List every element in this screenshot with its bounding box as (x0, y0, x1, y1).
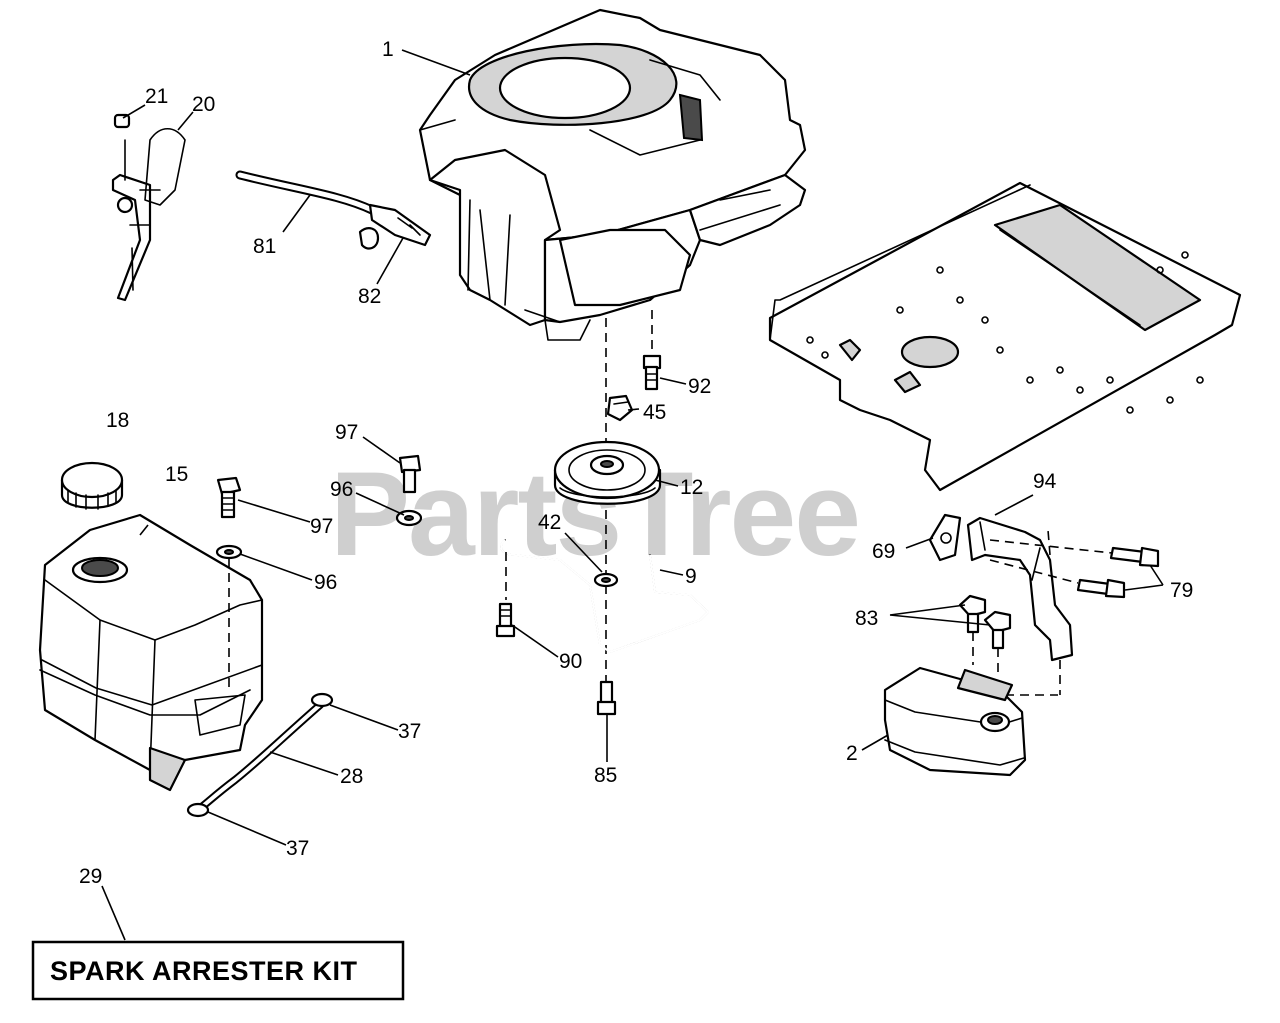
callout-81: 81 (253, 235, 276, 258)
nut-45-part[interactable] (606, 394, 634, 422)
exhaust-bolt-lower-part[interactable] (1076, 578, 1126, 599)
bolt-90-part[interactable] (495, 602, 516, 638)
tank-washer-part[interactable] (215, 544, 243, 560)
callout-94: 94 (1033, 470, 1057, 493)
callout-82: 82 (358, 285, 381, 308)
callout-96-center: 96 (330, 478, 353, 501)
muffler-part[interactable] (883, 666, 1027, 777)
washer-42-part[interactable] (593, 572, 619, 588)
callout-1: 1 (382, 38, 394, 61)
bolt-85-part[interactable] (596, 680, 617, 716)
callout-21: 21 (145, 85, 168, 108)
callout-37-lower: 37 (286, 837, 309, 860)
hose-clamp-upper-part[interactable] (310, 692, 334, 708)
callout-20: 20 (192, 93, 215, 116)
callout-labels: 1 21 20 81 82 92 45 12 18 15 97 96 97 96… (79, 38, 1193, 888)
spark-arrester-kit-label: SPARK ARRESTER KIT (50, 956, 358, 986)
callout-90: 90 (559, 650, 582, 673)
callout-69: 69 (872, 540, 895, 563)
spark-arrester-kit-box[interactable]: SPARK ARRESTER KIT (31, 940, 405, 1001)
exhaust-pipe-part[interactable] (966, 516, 1074, 662)
fuel-cap-part[interactable] (60, 461, 124, 510)
callout-45: 45 (643, 401, 666, 424)
callout-28: 28 (340, 765, 363, 788)
callout-9: 9 (685, 565, 697, 588)
muffler-bolt-left-part[interactable] (958, 594, 987, 634)
callout-2: 2 (846, 742, 858, 765)
bolt-92-part[interactable] (642, 354, 662, 391)
fuel-hose-part[interactable] (196, 701, 324, 812)
muffler-bolt-right-part[interactable] (983, 610, 1012, 650)
hose-clamp-lower-part[interactable] (186, 802, 210, 818)
bolt-97-part[interactable] (398, 454, 422, 494)
callout-96-left: 96 (314, 571, 337, 594)
leader-lines (101, 49, 1164, 941)
exhaust-bolt-upper-part[interactable] (1109, 546, 1160, 568)
exhaust-gasket-part[interactable] (928, 513, 962, 562)
fuel-line-part[interactable] (235, 170, 377, 215)
callout-79: 79 (1170, 579, 1193, 602)
engine-part[interactable] (418, 8, 807, 341)
tank-bolt-part[interactable] (216, 476, 242, 519)
engine-mounting-plate-part[interactable] (768, 181, 1242, 492)
callout-29: 29 (79, 865, 102, 888)
callout-12: 12 (680, 476, 703, 499)
rod-bracket-part[interactable] (500, 539, 710, 654)
callout-42: 42 (538, 511, 561, 534)
pulley-part[interactable] (553, 440, 662, 505)
callout-18: 18 (106, 409, 129, 432)
callout-97-center: 97 (335, 421, 358, 444)
throttle-control-part[interactable] (111, 113, 186, 302)
callout-37-upper: 37 (398, 720, 421, 743)
callout-15: 15 (165, 463, 188, 486)
callout-92: 92 (688, 375, 711, 398)
callout-97-left: 97 (310, 515, 333, 538)
callout-83: 83 (855, 607, 878, 630)
callout-85: 85 (594, 764, 617, 787)
fuel-tank-part[interactable] (38, 513, 264, 792)
fuel-shutoff-valve-part[interactable] (358, 203, 432, 250)
